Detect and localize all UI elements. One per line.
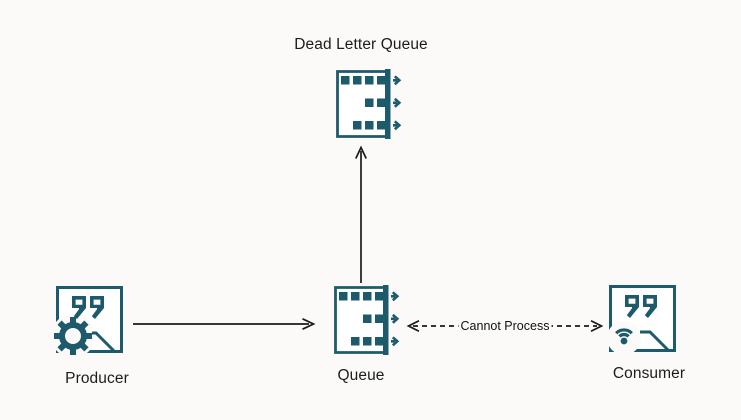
- wifi-icon: [607, 321, 641, 355]
- quote-marks-icon: [72, 296, 104, 319]
- producer-message-icon: [51, 286, 123, 358]
- node-dead-letter-queue[interactable]: [334, 69, 404, 139]
- quote-marks-icon: [625, 295, 657, 318]
- node-producer[interactable]: [45, 284, 123, 360]
- edge-label-cannot-process: Cannot Process: [458, 318, 552, 334]
- node-label-queue: Queue: [337, 367, 385, 384]
- node-label-producer: Producer: [65, 370, 129, 387]
- edge-queue-to-dlq[interactable]: [355, 145, 367, 284]
- node-label-consumer: Consumer: [612, 365, 686, 382]
- queue-icon: [336, 69, 402, 139]
- gear-icon: [51, 314, 95, 358]
- node-queue[interactable]: [332, 285, 402, 355]
- node-label-dead-letter-queue: Dead Letter Queue: [294, 36, 428, 53]
- node-consumer[interactable]: [598, 283, 676, 359]
- consumer-message-icon: [607, 285, 676, 355]
- queue-icon: [334, 285, 400, 355]
- edge-producer-to-queue[interactable]: [133, 318, 316, 330]
